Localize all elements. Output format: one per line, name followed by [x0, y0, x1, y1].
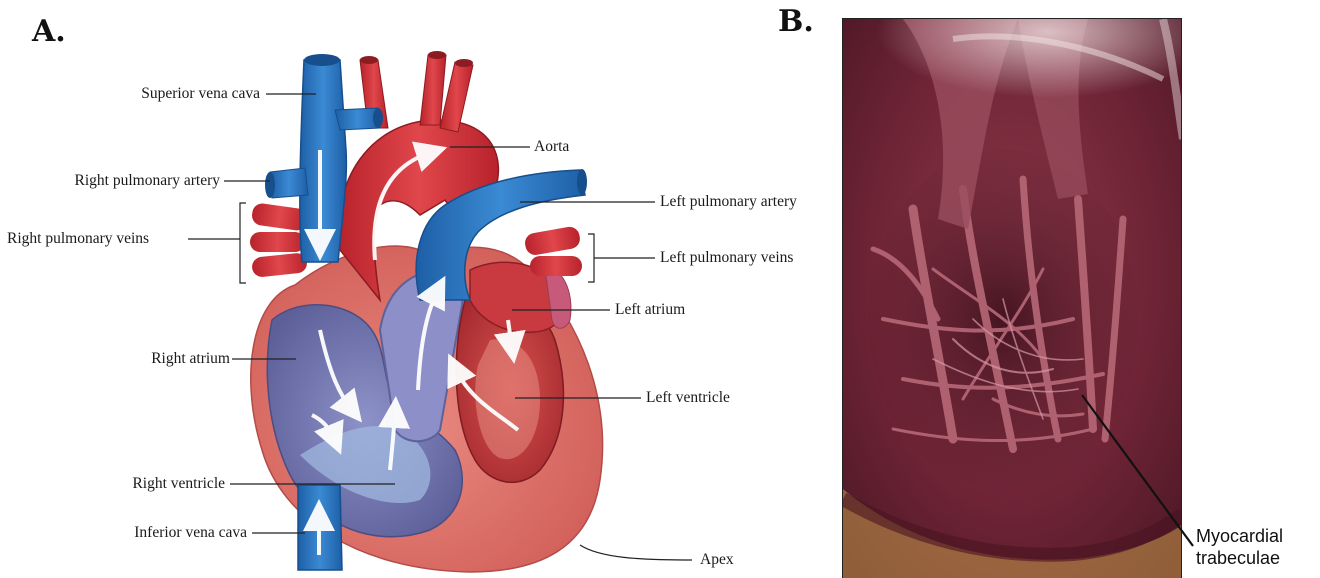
right-pulmonary-artery [270, 168, 308, 198]
label-right-pulmonary-artery: Right pulmonary artery [20, 172, 220, 190]
label-right-ventricle: Right ventricle [90, 475, 225, 493]
superior-vena-cava [300, 60, 347, 262]
left-pulmonary-vein-upper [524, 225, 582, 256]
label-right-pulmonary-veins: Right pulmonary veins [7, 230, 149, 248]
label-left-atrium: Left atrium [615, 301, 685, 319]
right-pulmonary-vein-middle [250, 232, 305, 252]
aorta-branch-2 [420, 55, 446, 125]
right-pulmonary-vein-lower [251, 252, 308, 278]
label-right-atrium: Right atrium [100, 350, 230, 368]
label-inferior-vena-cava: Inferior vena cava [90, 524, 247, 542]
label-myocardial: Myocardial [1196, 526, 1283, 547]
label-aorta: Aorta [534, 138, 569, 156]
label-left-pulmonary-veins: Left pulmonary veins [660, 249, 793, 267]
left-pulmonary-vein-lower [530, 256, 582, 276]
label-trabeculae: trabeculae [1196, 548, 1280, 569]
label-superior-vena-cava: Superior vena cava [90, 85, 260, 103]
label-left-ventricle: Left ventricle [646, 389, 730, 407]
label-apex: Apex [700, 551, 734, 569]
label-left-pulmonary-artery: Left pulmonary artery [660, 193, 797, 211]
trabeculae-photo [842, 18, 1182, 578]
trabeculae-photo-drawing [843, 19, 1182, 578]
